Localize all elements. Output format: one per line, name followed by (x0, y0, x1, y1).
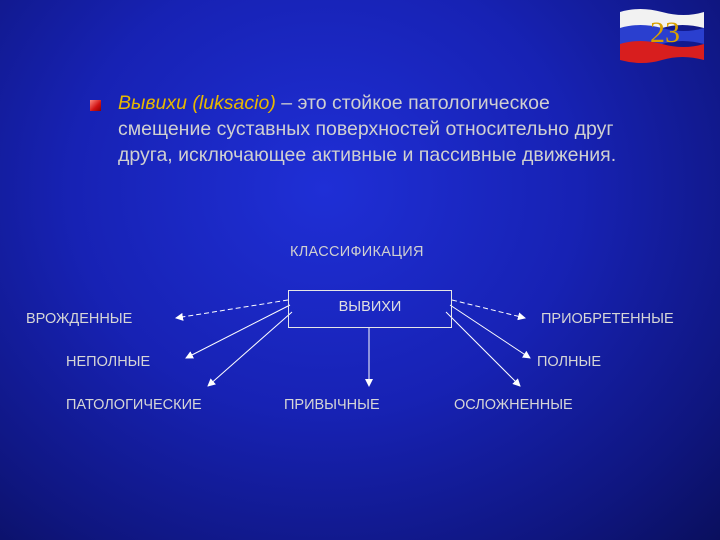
node-congenital: ВРОЖДЕННЫЕ (26, 311, 133, 327)
node-complete: ПОЛНЫЕ (537, 354, 602, 370)
slide-number: 23 (650, 16, 680, 49)
node-incomplete: НЕПОЛНЫЕ (66, 354, 151, 370)
classification-title: КЛАССИФИКАЦИЯ (290, 244, 424, 260)
arrow-complicated (445, 311, 521, 387)
node-complicated: ОСЛОЖНЕННЫЕ (454, 397, 573, 413)
arrow-congenital (175, 299, 289, 321)
definition-term: Вывихи (luksacio) (118, 92, 276, 114)
center-node-box: ВЫВИХИ (288, 290, 452, 328)
bullet-icon (90, 100, 101, 111)
arrow-pathological (207, 311, 293, 387)
definition-line-1: – это стойкое патологическое (275, 92, 550, 114)
arrow-acquired (451, 299, 526, 321)
definition-text: Вывихи (luksacio) – это стойкое патологи… (118, 90, 708, 168)
russian-flag-icon (620, 9, 704, 63)
definition-line-2: смещение суставных поверхностей относите… (118, 118, 614, 140)
node-habitual: ПРИВЫЧНЫЕ (284, 397, 380, 413)
center-node-label: ВЫВИХИ (338, 299, 402, 315)
definition-line-3: друга, исключающее активные и пассивные … (118, 144, 617, 166)
arrow-incomplete (185, 304, 291, 359)
node-pathological: ПАТОЛОГИЧЕСКИЕ (66, 397, 202, 413)
node-acquired: ПРИОБРЕТЕННЫЕ (541, 311, 674, 327)
arrow-complete (449, 304, 531, 359)
